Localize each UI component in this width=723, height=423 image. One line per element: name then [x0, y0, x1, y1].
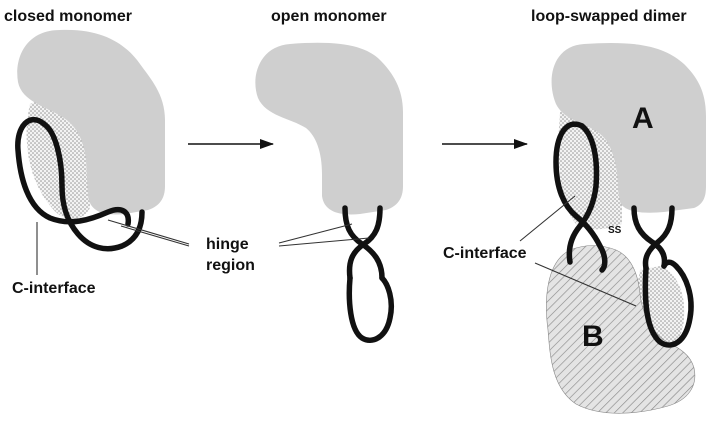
- subunit-a-label: A: [632, 102, 654, 135]
- dimer-c-interface-pointer-up: [520, 196, 575, 241]
- closed-hinge-pointer-1: [108, 220, 189, 244]
- title-open-monomer: open monomer: [271, 8, 387, 25]
- closed-monomer-panel: C-interface: [12, 30, 189, 297]
- open-monomer-panel: [255, 43, 403, 340]
- c-interface-label-left: C-interface: [12, 280, 96, 297]
- loop-swapped-dimer-panel: SS A B C-interface: [443, 43, 706, 413]
- hinge-label-line2: region: [206, 257, 255, 274]
- subunit-b-label: B: [582, 320, 604, 353]
- hinge-label-line1: hinge: [206, 236, 249, 253]
- hinge-region-label: hinge region: [206, 236, 255, 274]
- open-domain-body: [255, 43, 403, 215]
- c-interface-label-right: C-interface: [443, 245, 527, 262]
- title-loop-swapped-dimer: loop-swapped dimer: [531, 8, 687, 25]
- title-closed-monomer: closed monomer: [4, 8, 132, 25]
- disulfide-label: SS: [608, 225, 622, 236]
- open-c-terminal-loop: [349, 278, 391, 340]
- open-hinge-strand-right: [350, 208, 380, 278]
